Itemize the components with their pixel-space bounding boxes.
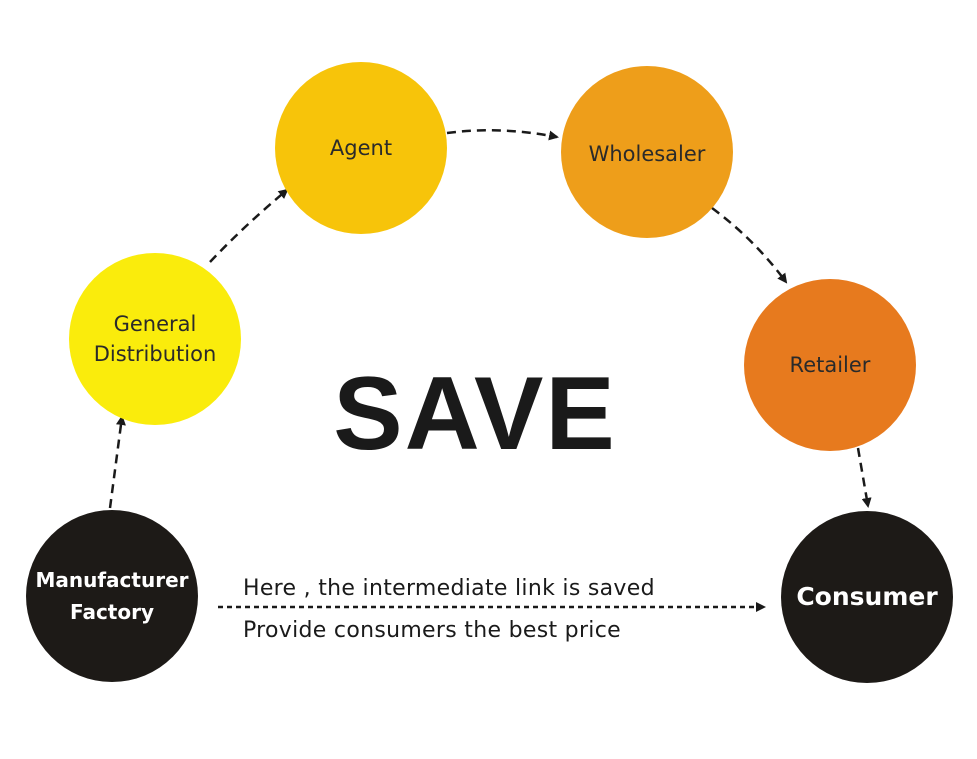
- arrow-agent-to-wholesaler: [446, 129, 559, 141]
- arrow-wholesaler-to-retailer: [711, 206, 788, 284]
- manufacturer-label-line-1: Manufacturer: [35, 568, 189, 592]
- retailer-label: Retailer: [789, 353, 871, 377]
- arrow-manufacturer-to-general: [108, 415, 126, 509]
- general-distribution-node: General Distribution: [69, 253, 241, 425]
- agent-label: Agent: [329, 136, 393, 160]
- agent-node: Agent: [275, 62, 447, 234]
- save-heading: SAVE: [333, 356, 617, 472]
- manufacturer-factory-node: Manufacturer Factory: [26, 510, 198, 682]
- wholesaler-node: Wholesaler: [561, 66, 733, 238]
- consumer-node: Consumer: [781, 511, 953, 683]
- general-distribution-label-line-1: General: [113, 312, 197, 336]
- caption-best-price: Provide consumers the best price: [243, 618, 621, 643]
- consumer-label: Consumer: [796, 582, 938, 611]
- retailer-node: Retailer: [744, 279, 916, 451]
- manufacturer-label-line-2: Factory: [69, 600, 155, 624]
- wholesaler-label: Wholesaler: [588, 142, 706, 166]
- general-distribution-label-line-2: Distribution: [93, 342, 217, 366]
- arrow-general-to-agent: [209, 188, 289, 263]
- caption-intermediate-link: Here , the intermediate link is saved: [243, 576, 655, 601]
- arrow-retailer-to-consumer: [856, 447, 872, 508]
